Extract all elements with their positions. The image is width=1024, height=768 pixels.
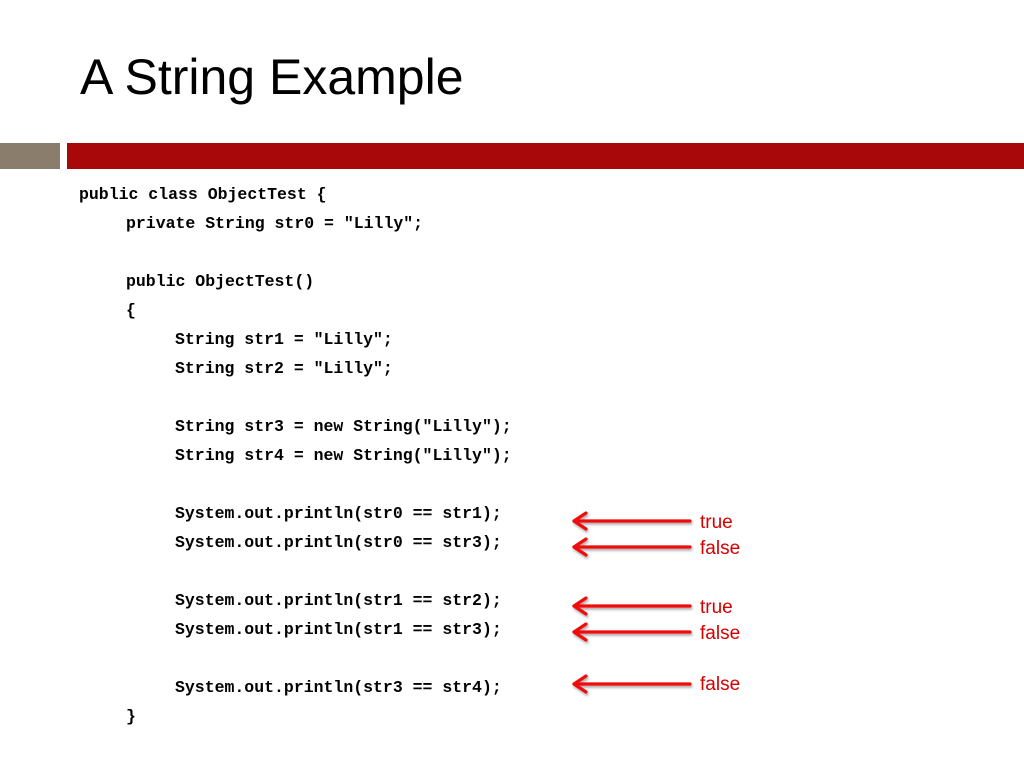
- code-line: {: [126, 301, 136, 320]
- arrow-left-icon: [572, 622, 692, 642]
- code-line: private String str0 = "Lilly";: [126, 214, 424, 233]
- code-line: public class ObjectTest {: [79, 185, 327, 204]
- arrow-left-icon: [572, 537, 692, 557]
- slide-title: A String Example: [80, 49, 464, 105]
- result-annotation: false: [700, 538, 741, 559]
- code-line: System.out.println(str1 == str3);: [175, 620, 502, 639]
- code-line-blank: [79, 383, 512, 412]
- code-line-blank: [79, 470, 512, 499]
- code-line-blank: [79, 238, 512, 267]
- result-annotation: true: [700, 597, 733, 618]
- code-line: System.out.println(str1 == str2);: [175, 591, 502, 610]
- code-line: String str4 = new String("Lilly");: [175, 446, 512, 465]
- code-block: public class ObjectTest { private String…: [79, 180, 512, 731]
- code-line: public ObjectTest(): [126, 272, 315, 291]
- code-line: String str1 = "Lilly";: [175, 330, 393, 349]
- code-line: System.out.println(str0 == str3);: [175, 533, 502, 552]
- arrow-left-icon: [572, 511, 692, 531]
- result-annotation: false: [700, 623, 741, 644]
- arrow-left-icon: [572, 674, 692, 694]
- code-line: String str2 = "Lilly";: [175, 359, 393, 378]
- title-accent-bar-gray: [0, 143, 60, 169]
- code-line: }: [126, 707, 136, 726]
- code-line: System.out.println(str3 == str4);: [175, 678, 502, 697]
- code-line: System.out.println(str0 == str1);: [175, 504, 502, 523]
- result-annotation: false: [700, 674, 741, 695]
- arrow-left-icon: [572, 596, 692, 616]
- code-line: String str3 = new String("Lilly");: [175, 417, 512, 436]
- code-line-blank: [79, 557, 512, 586]
- code-line-blank: [79, 644, 512, 673]
- title-accent-bar-red: [67, 143, 1024, 169]
- result-annotation: true: [700, 512, 733, 533]
